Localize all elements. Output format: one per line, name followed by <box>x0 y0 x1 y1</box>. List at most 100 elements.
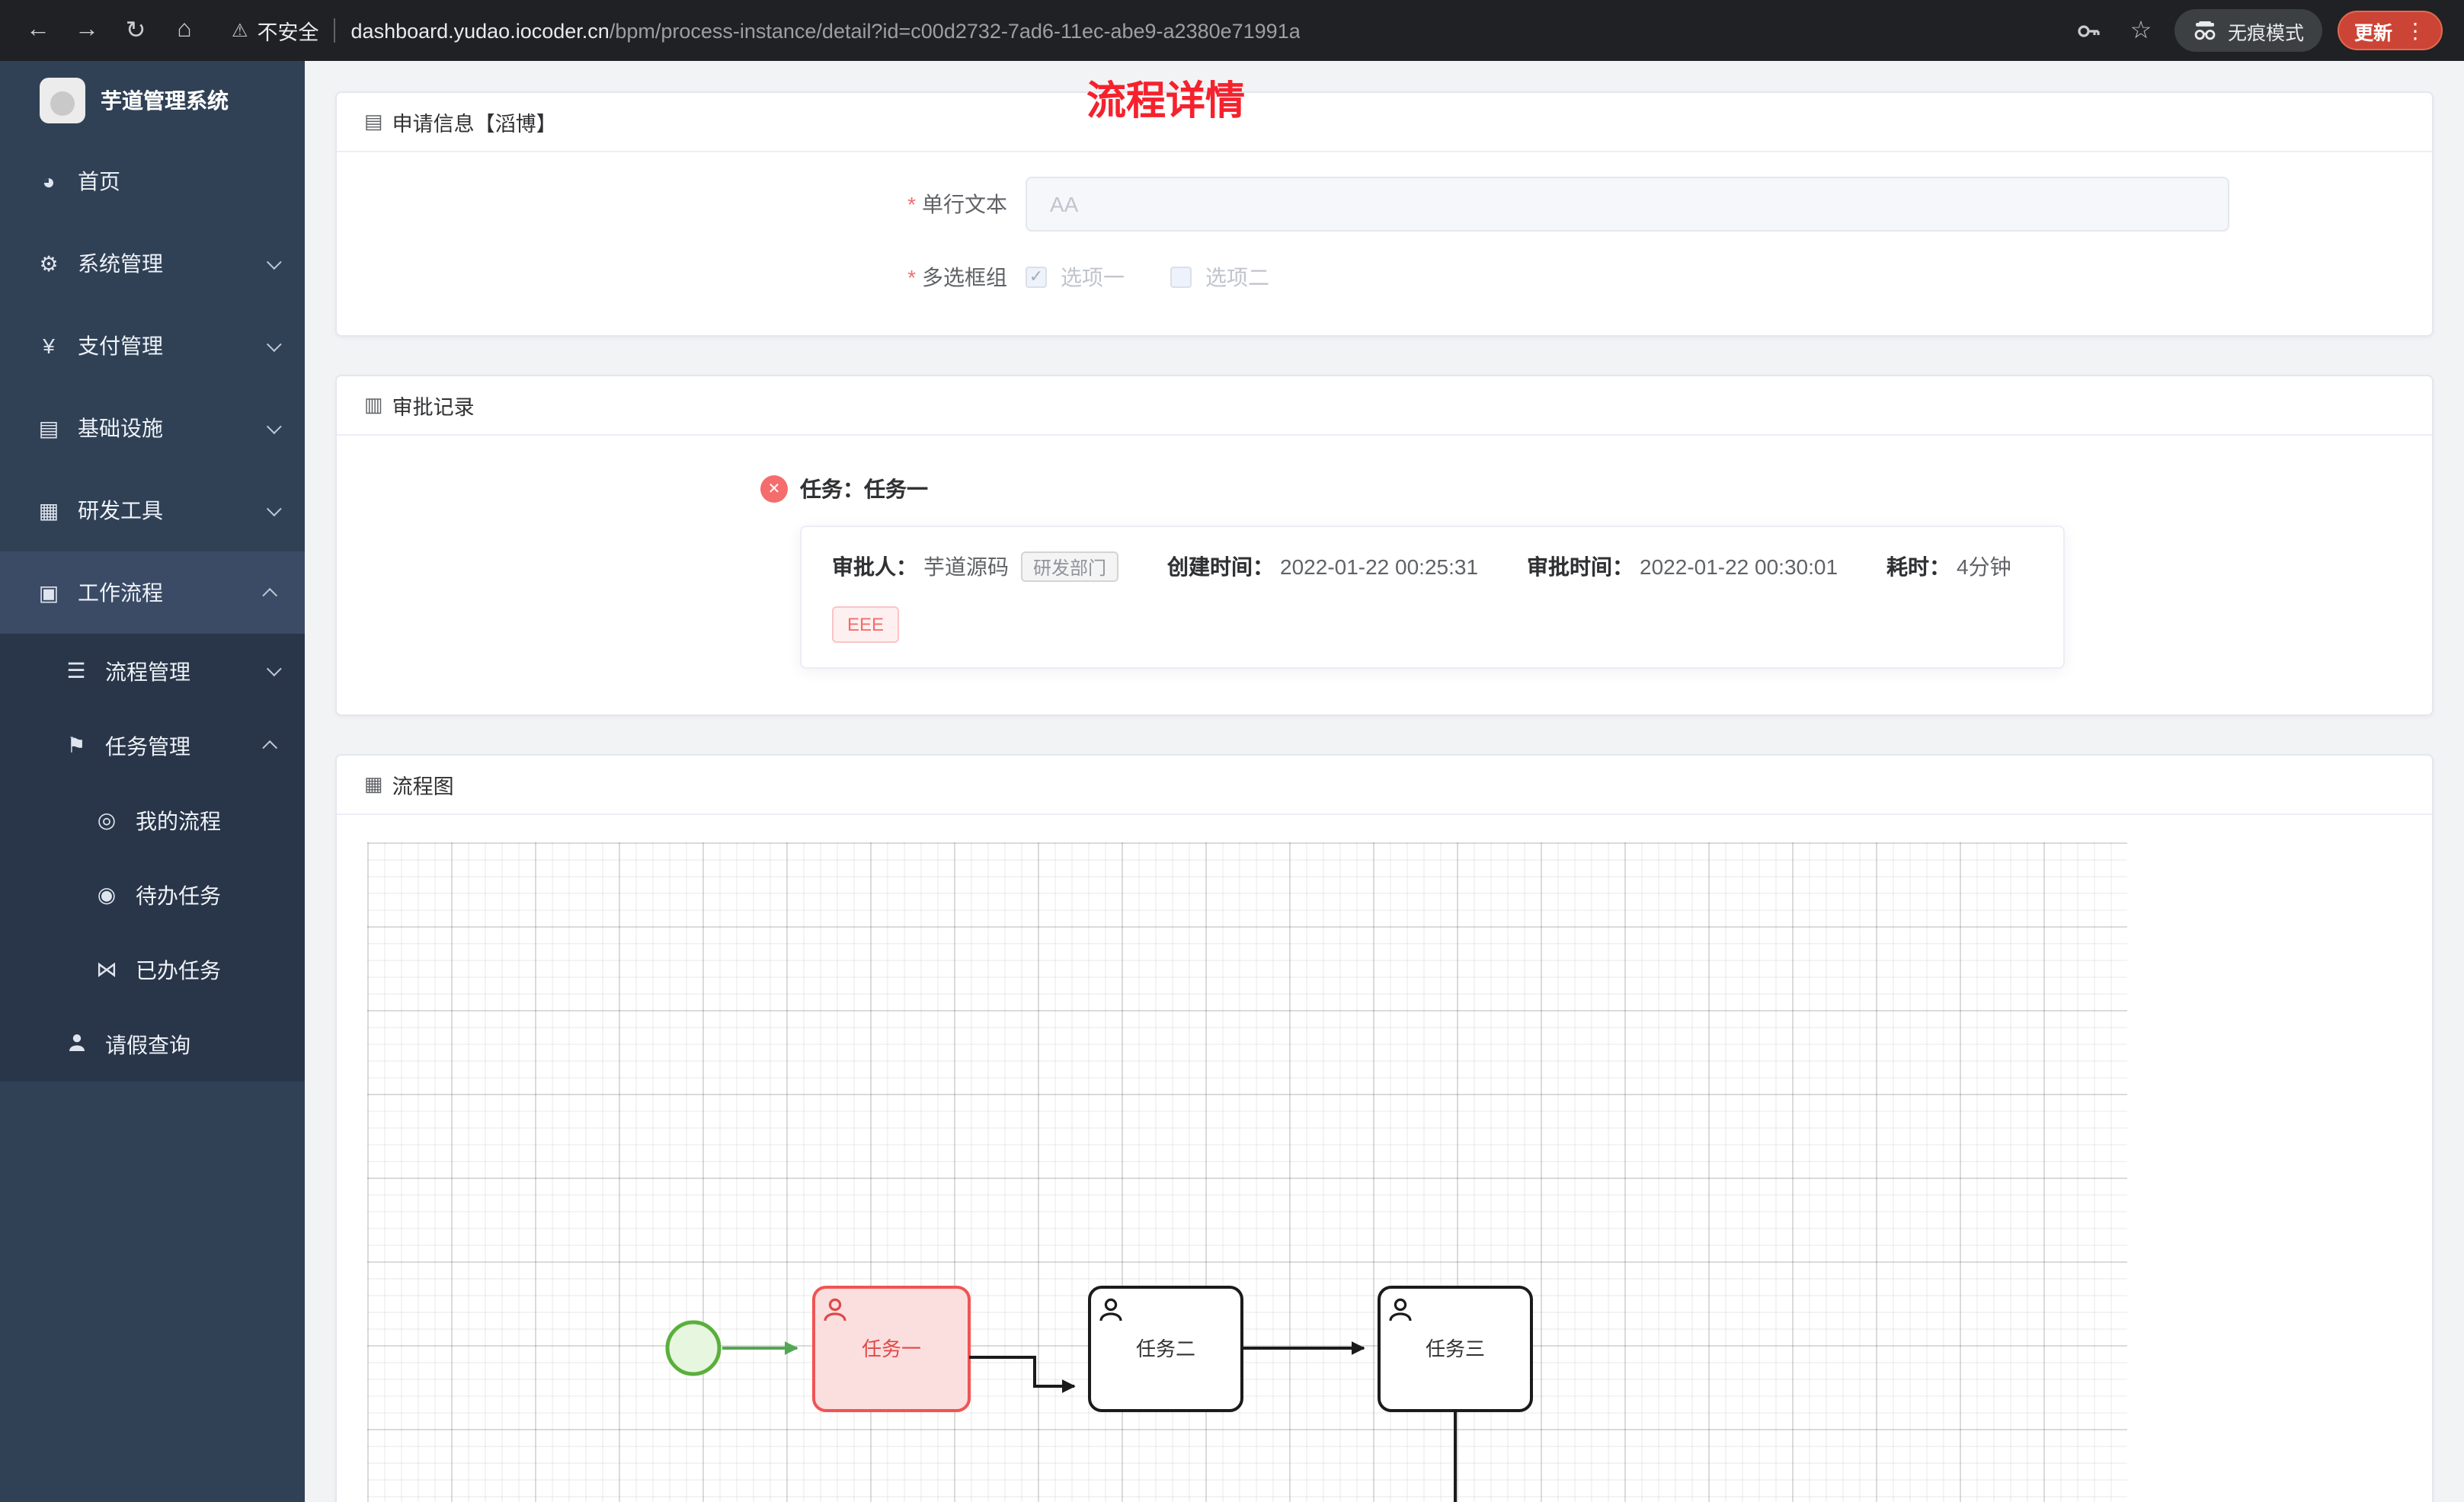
sidebar-item-payment-mgmt[interactable]: ¥ 支付管理 <box>0 305 305 387</box>
single-line-text-input[interactable] <box>1026 177 2229 232</box>
approval-detail-row: 审批人： 芋道源码 研发部门 创建时间： 2022-01-22 00:25:31… <box>832 551 2033 582</box>
document-icon: ▤ <box>364 110 383 133</box>
sidebar-item-devtools[interactable]: ▦ 研发工具 <box>0 469 305 551</box>
forward-icon[interactable]: → <box>75 17 99 43</box>
back-icon[interactable]: ← <box>26 17 50 43</box>
comment-tag: EEE <box>832 606 900 643</box>
app-logo-row: 芋道管理系统 <box>0 61 305 140</box>
record-icon: ▥ <box>364 393 383 416</box>
home-icon[interactable]: ⌂ <box>177 17 192 43</box>
form-row-single-line-text: *单行文本 <box>337 177 2432 232</box>
field-label-text: 多选框组 <box>922 265 1007 289</box>
sidebar-item-system-mgmt[interactable]: ⚙ 系统管理 <box>0 222 305 305</box>
bpmn-canvas[interactable]: 任务一 任务二 <box>367 842 2127 1502</box>
required-marker: * <box>907 192 916 216</box>
created-label: 创建时间： <box>1167 554 1275 579</box>
workflow-submenu: ☰ 流程管理 ⚑ 任务管理 ◎ 我的流程 ◉ 待办任务 <box>0 634 305 1082</box>
sidebar-item-label: 流程管理 <box>105 659 190 683</box>
card-title: 审批记录 <box>392 396 475 419</box>
app-logo-avatar <box>40 78 85 123</box>
update-label: 更新 <box>2354 22 2392 43</box>
bpmn-task-label: 任务二 <box>1136 1337 1195 1360</box>
incognito-label: 无痕模式 <box>2227 22 2304 43</box>
duration-value: 4分钟 <box>1957 554 2011 579</box>
card-title: 申请信息【滔博】 <box>392 113 557 136</box>
bpmn-task-2[interactable]: 任务二 <box>1088 1286 1243 1412</box>
sidebar-item-todo-tasks[interactable]: ◉ 待办任务 <box>0 858 305 932</box>
rejected-status-icon: ✕ <box>760 475 788 503</box>
card-title: 流程图 <box>392 775 454 798</box>
address-bar[interactable]: ⚠ 不安全 dashboard.yudao.iocoder.cn/bpm/pro… <box>210 15 2062 46</box>
chevron-down-icon <box>266 418 282 434</box>
sidebar-item-leave-query[interactable]: 请假查询 <box>0 1007 305 1082</box>
chevron-down-icon <box>266 336 282 352</box>
checkbox-label: 选项二 <box>1205 265 1269 289</box>
checkbox-unchecked-icon <box>1170 267 1192 288</box>
security-label[interactable]: 不安全 <box>257 21 319 44</box>
sidebar-item-label: 请假查询 <box>105 1032 190 1056</box>
sidebar-item-label: 我的流程 <box>136 808 221 832</box>
checkbox-option-1[interactable]: ✓ 选项一 <box>1026 262 1125 292</box>
approval-detail-panel: 审批人： 芋道源码 研发部门 创建时间： 2022-01-22 00:25:31… <box>800 526 2065 669</box>
form-row-checkbox-group: *多选框组 ✓ 选项一 选项二 <box>337 262 2432 292</box>
chevron-down-icon <box>266 254 282 270</box>
star-icon[interactable]: ☆ <box>2130 18 2152 44</box>
created-pair: 创建时间： 2022-01-22 00:25:31 <box>1167 551 1478 582</box>
checkbox-label: 选项一 <box>1061 265 1125 289</box>
user-task-icon <box>824 1298 846 1321</box>
sidebar-item-workflow[interactable]: ▣ 工作流程 <box>0 551 305 634</box>
main-content: 流程详情 ▤ 申请信息【滔博】 *单行文本 *多选框组 <box>305 61 2464 1502</box>
sidebar-item-task-mgmt[interactable]: ⚑ 任务管理 <box>0 708 305 783</box>
duration-pair: 耗时： 4分钟 <box>1886 551 2011 582</box>
field-label-text: 单行文本 <box>922 192 1007 216</box>
task-title: 任务：任务一 <box>800 477 928 501</box>
url-path: /bpm/process-instance/detail?id=c00d2732… <box>609 19 1301 42</box>
sidebar: 芋道管理系统 ◕ 首页 ⚙ 系统管理 ¥ 支付管理 ▤ 基础设施 <box>0 61 305 1502</box>
dept-tag: 研发部门 <box>1021 551 1119 582</box>
done-tasks-icon: ⋈ <box>96 957 117 981</box>
gear-icon: ⚙ <box>39 251 59 275</box>
sidebar-item-my-process[interactable]: ◎ 我的流程 <box>0 783 305 858</box>
checkbox-option-2[interactable]: 选项二 <box>1170 262 1269 292</box>
check-icon: ✓ <box>1029 267 1044 286</box>
bpmn-task-label: 任务一 <box>862 1337 921 1360</box>
process-mgmt-icon: ☰ <box>66 658 86 682</box>
card-header: ▦ 流程图 <box>337 756 2432 815</box>
bpmn-task-1[interactable]: 任务一 <box>812 1286 971 1412</box>
workflow-icon: ▣ <box>38 580 59 604</box>
key-icon[interactable] <box>2071 12 2107 49</box>
application-form: *单行文本 * 多选框组 ✓ 选项一 <box>337 152 2432 335</box>
address-separator <box>334 18 336 43</box>
dashboard-icon: ◕ <box>42 169 56 193</box>
sidebar-item-label: 系统管理 <box>78 251 163 276</box>
sidebar-item-done-tasks[interactable]: ⋈ 已办任务 <box>0 932 305 1007</box>
process-diagram-card: ▦ 流程图 <box>335 754 2434 1502</box>
payment-icon: ¥ <box>43 334 55 358</box>
duration-label: 耗时： <box>1886 554 1951 579</box>
update-button[interactable]: 更新 ⋮ <box>2337 11 2443 50</box>
sidebar-item-label: 已办任务 <box>136 957 221 982</box>
bpmn-start-event[interactable] <box>665 1320 722 1376</box>
sidebar-item-label: 工作流程 <box>78 580 163 605</box>
sidebar-item-label: 基础设施 <box>78 416 163 440</box>
person-icon <box>61 1032 91 1056</box>
todo-tasks-icon: ◉ <box>97 882 117 906</box>
security-warning-icon: ⚠ <box>232 20 248 41</box>
menu-dots-icon[interactable]: ⋮ <box>2405 18 2426 42</box>
url-host: dashboard.yudao.iocoder.cn <box>350 19 610 42</box>
approved-pair: 审批时间： 2022-01-22 00:30:01 <box>1527 551 1838 582</box>
sidebar-item-process-mgmt[interactable]: ☰ 流程管理 <box>0 634 305 708</box>
application-info-card: ▤ 申请信息【滔博】 *单行文本 * 多选框组 <box>335 91 2434 337</box>
sidebar-item-label: 支付管理 <box>78 334 163 358</box>
reload-icon[interactable]: ↻ <box>125 18 146 44</box>
task-mgmt-icon: ⚑ <box>66 733 86 757</box>
bpmn-task-3[interactable]: 任务三 <box>1378 1286 1533 1412</box>
sidebar-item-home[interactable]: ◕ 首页 <box>0 140 305 222</box>
sidebar-item-label: 研发工具 <box>78 498 163 523</box>
browser-chrome: ← → ↻ ⌂ ⚠ 不安全 dashboard.yudao.iocoder.cn… <box>0 0 2464 61</box>
approval-timeline: ✕ 任务：任务一 审批人： 芋道源码 研发部门 创建时间： 2022-01-22 <box>337 436 2432 714</box>
sidebar-item-infrastructure[interactable]: ▤ 基础设施 <box>0 387 305 469</box>
incognito-badge: 无痕模式 <box>2174 9 2322 52</box>
field-label: *单行文本 <box>337 189 1007 219</box>
